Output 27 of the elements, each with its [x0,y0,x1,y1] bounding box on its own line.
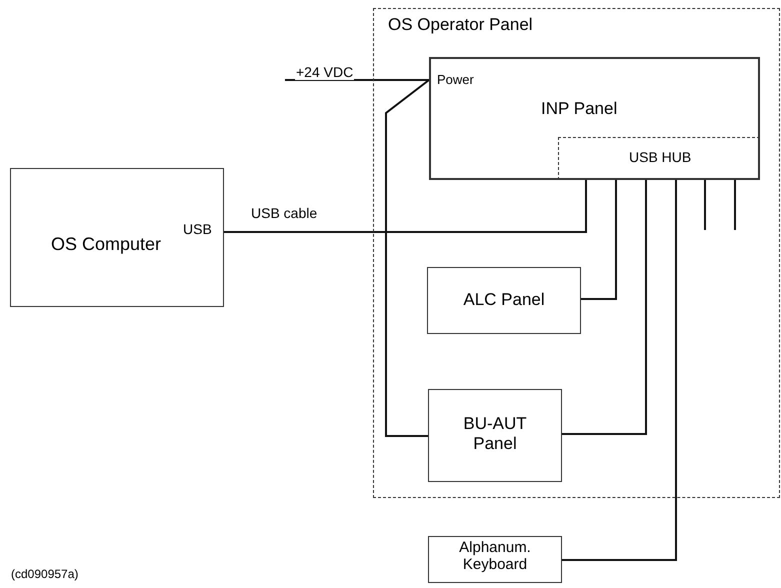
operator-panel-group [373,8,780,498]
node-label: Alphanum. Keyboard [458,539,532,574]
node-label: OS Computer [51,234,162,255]
edge-label: +24 VDC [295,65,354,80]
computer-box [10,168,224,307]
node-label: ALC Panel [462,290,546,310]
cable-line [285,79,429,81]
connector-line [581,180,617,300]
connector-line [224,180,587,233]
connector-line [385,79,430,437]
inp-panel-box [429,57,760,180]
port-label: Power [437,73,474,88]
keyboard-box [428,536,562,583]
cable-line [704,180,706,230]
node-label: OS Operator Panel [388,15,533,35]
usb-hub-box [558,137,760,180]
connector-line [562,180,647,435]
drawing-code: (cd090957a) [10,568,80,582]
edge-label: USB cable [250,206,318,222]
port-label: USB [183,221,212,238]
node-label: USB HUB [629,149,692,166]
node-label: INP Panel [541,99,618,119]
panel-box [427,267,581,334]
connector-line [562,180,677,561]
panel-box [428,389,562,482]
node-label: BU-AUT Panel [462,414,528,454]
cable-line [734,180,736,230]
